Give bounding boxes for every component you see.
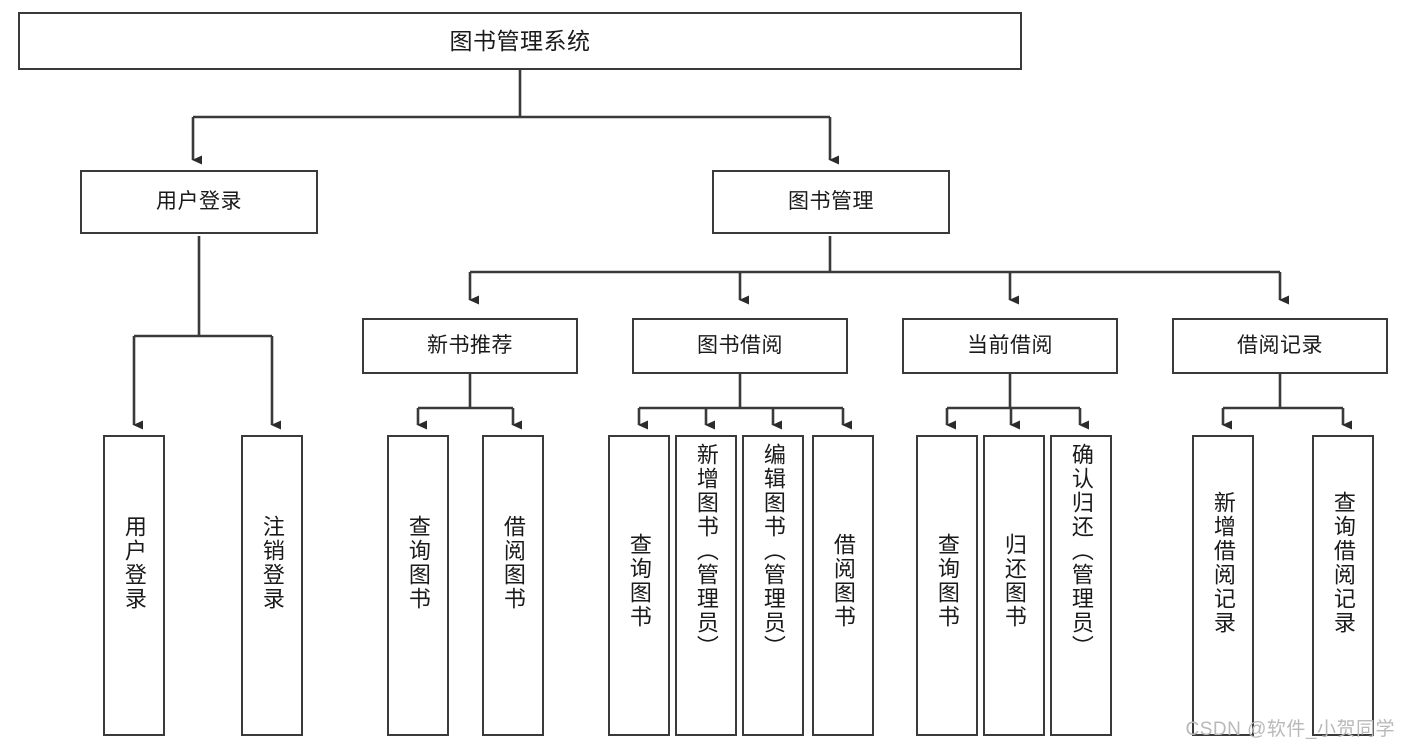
node-leaf-borrow-book-recommend[interactable]: 借阅图书 xyxy=(482,435,544,736)
node-leaf-query-book-current-label: 查询图书 xyxy=(934,533,960,629)
node-book-borrow[interactable]: 图书借阅 xyxy=(632,318,848,374)
node-leaf-edit-book[interactable]: 编辑图书（管理员） xyxy=(742,435,804,736)
node-leaf-query-book-current[interactable]: 查询图书 xyxy=(916,435,978,736)
node-leaf-query-book-recommend-label: 查询图书 xyxy=(405,515,431,611)
node-borrow-records-label: 借阅记录 xyxy=(1237,333,1323,357)
node-root-label: 图书管理系统 xyxy=(449,27,591,54)
node-leaf-query-book-borrow[interactable]: 查询图书 xyxy=(608,435,670,736)
node-leaf-query-borrow-record[interactable]: 查询借阅记录 xyxy=(1312,435,1374,736)
node-user-login[interactable]: 用户登录 xyxy=(80,170,318,234)
node-leaf-confirm-return-label: 确认归还（管理员） xyxy=(1068,443,1094,659)
node-leaf-logout-label: 注销登录 xyxy=(259,515,285,611)
node-user-login-label: 用户登录 xyxy=(156,189,242,213)
node-borrow-records[interactable]: 借阅记录 xyxy=(1172,318,1388,374)
node-current-borrow[interactable]: 当前借阅 xyxy=(902,318,1118,374)
node-leaf-add-borrow-record-label: 新增借阅记录 xyxy=(1210,491,1236,635)
node-leaf-query-borrow-record-label: 查询借阅记录 xyxy=(1330,491,1356,635)
node-leaf-query-book-recommend[interactable]: 查询图书 xyxy=(387,435,449,736)
node-leaf-add-book-label: 新增图书（管理员） xyxy=(693,443,719,659)
node-leaf-query-book-borrow-label: 查询图书 xyxy=(626,533,652,629)
node-leaf-add-book[interactable]: 新增图书（管理员） xyxy=(675,435,737,736)
node-root[interactable]: 图书管理系统 xyxy=(18,12,1022,70)
node-leaf-return-book-label: 归还图书 xyxy=(1001,533,1027,629)
node-book-management-label: 图书管理 xyxy=(788,189,874,213)
node-current-borrow-label: 当前借阅 xyxy=(967,333,1053,357)
node-leaf-user-login[interactable]: 用户登录 xyxy=(103,435,165,736)
node-book-management[interactable]: 图书管理 xyxy=(712,170,950,234)
node-book-borrow-label: 图书借阅 xyxy=(697,333,783,357)
node-new-book-recommend[interactable]: 新书推荐 xyxy=(362,318,578,374)
node-leaf-return-book[interactable]: 归还图书 xyxy=(983,435,1045,736)
node-leaf-borrow-book-recommend-label: 借阅图书 xyxy=(500,515,526,611)
node-leaf-borrow-book[interactable]: 借阅图书 xyxy=(812,435,874,736)
node-leaf-logout[interactable]: 注销登录 xyxy=(241,435,303,736)
node-new-book-recommend-label: 新书推荐 xyxy=(427,333,513,357)
node-leaf-borrow-book-label: 借阅图书 xyxy=(830,533,856,629)
node-leaf-user-login-label: 用户登录 xyxy=(121,515,147,611)
node-leaf-confirm-return[interactable]: 确认归还（管理员） xyxy=(1050,435,1112,736)
node-leaf-edit-book-label: 编辑图书（管理员） xyxy=(760,443,786,659)
csdn-watermark: CSDN @软件_小贺同学 xyxy=(1185,719,1395,740)
node-leaf-add-borrow-record[interactable]: 新增借阅记录 xyxy=(1192,435,1254,736)
